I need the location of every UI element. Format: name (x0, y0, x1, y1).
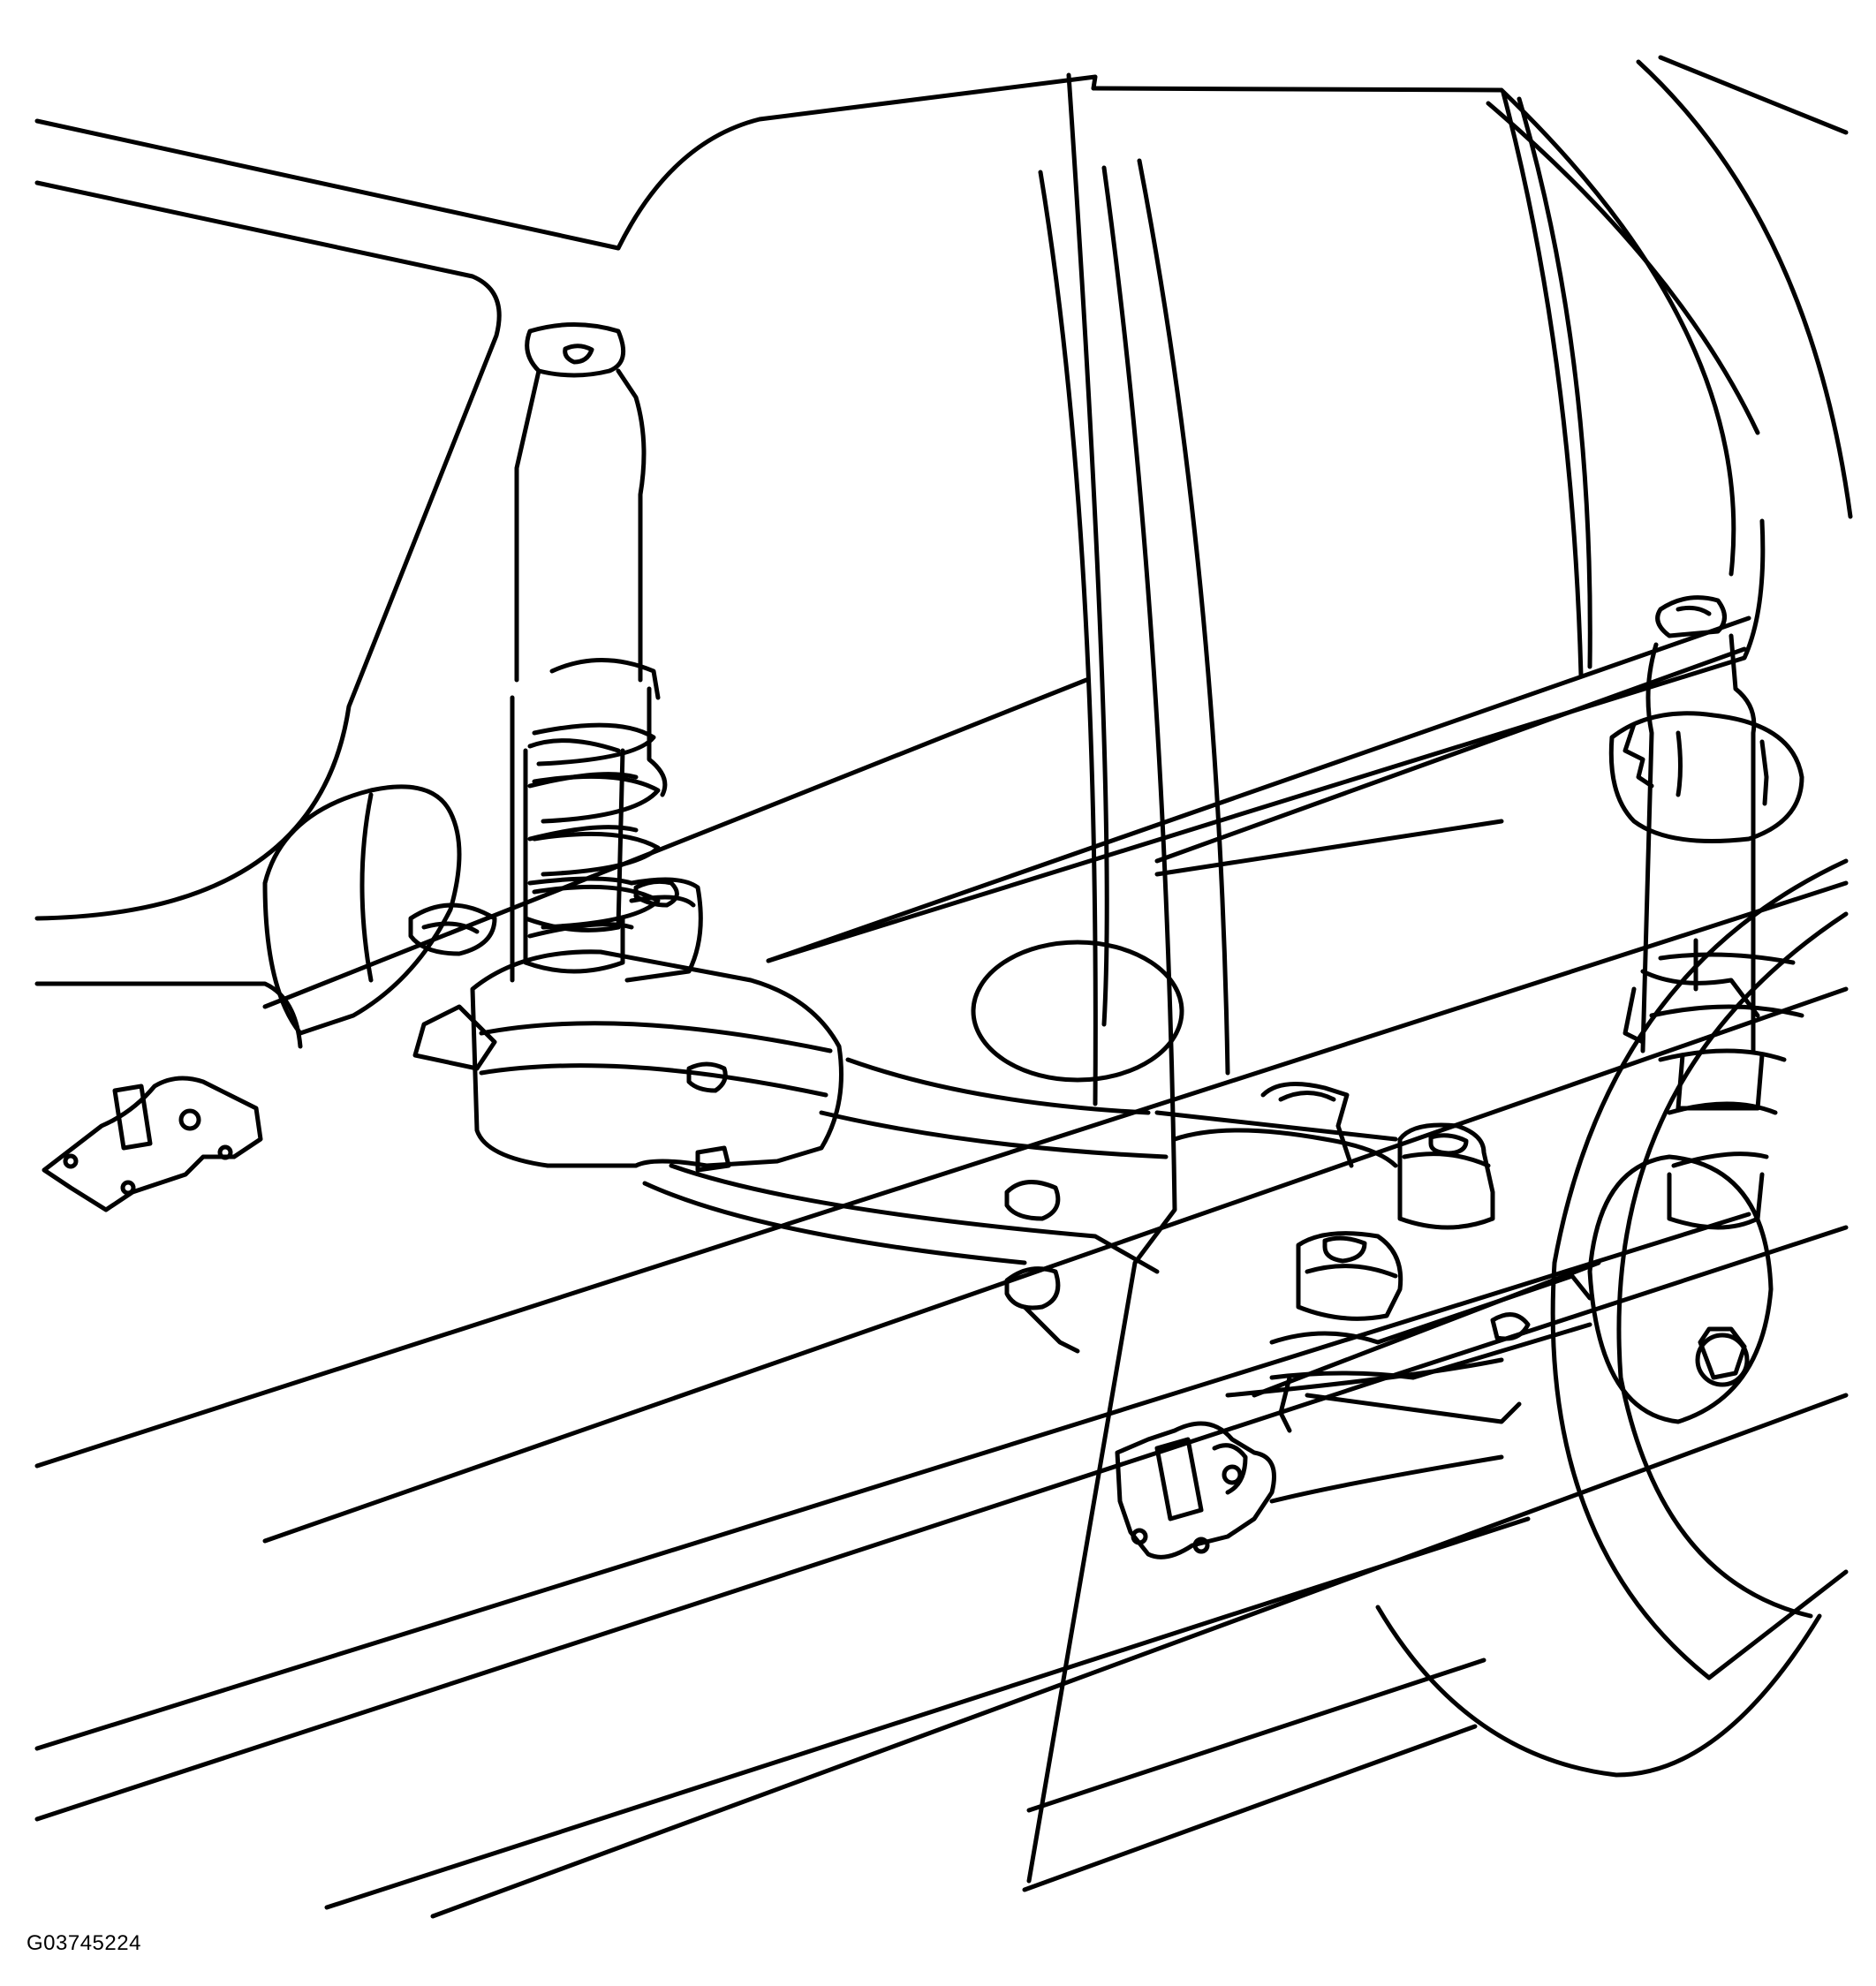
right-jounce-bumper-upper (1397, 1122, 1495, 1230)
body-lower-lines (34, 880, 1849, 1919)
right-strut-assembly (1608, 595, 1804, 1111)
left-knuckle (262, 784, 497, 1071)
right-trailing-arm (1225, 1260, 1601, 1504)
figure-id-label: G03745224 (26, 1931, 141, 1955)
rear-tire (1375, 858, 1849, 1778)
rear-quarter-window (34, 118, 621, 921)
rear-crossmember (470, 949, 1398, 1354)
fuel-door (971, 940, 1184, 1083)
door-edges (1026, 72, 1592, 1884)
left-jounce-bumper (624, 877, 703, 983)
left-coil-spring (532, 722, 661, 930)
right-jounce-bumper-lower (1296, 1231, 1403, 1321)
right-coil-spring (1649, 952, 1804, 1230)
center-bracket (1172, 1082, 1398, 1168)
left-mount-bracket (42, 1076, 263, 1212)
body-panel-lines (34, 55, 1853, 1049)
right-mount-bracket (1115, 1421, 1276, 1559)
